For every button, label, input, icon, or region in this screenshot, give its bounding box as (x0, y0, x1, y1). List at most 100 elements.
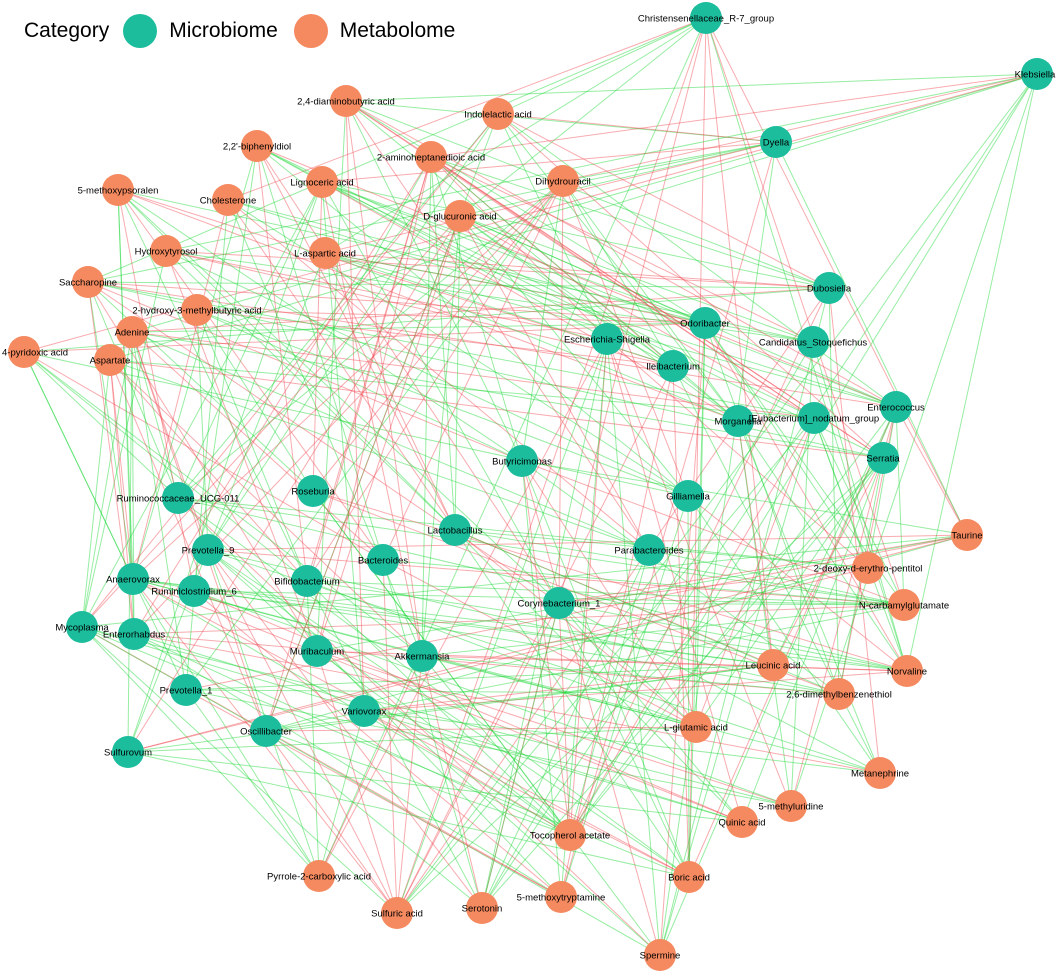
edge (227, 199, 456, 531)
edge (421, 655, 908, 672)
node-label: Prevotella_9 (182, 546, 235, 557)
node-circle (102, 174, 134, 206)
node-label: Dubosiella (807, 284, 852, 295)
node-circle (633, 534, 665, 566)
edge (81, 626, 398, 914)
node-adenine: Adenine (115, 316, 149, 348)
node-circle (162, 482, 194, 514)
node-label: Lignoceric acid (290, 178, 353, 189)
node-label: Quinic acid (719, 818, 766, 829)
node-mycoplasma: Mycoplasma (55, 611, 109, 643)
node-tocopherol-acetate: Tocopherol acetate (530, 819, 610, 851)
node-label: [Eubacterium]_nodatum_group (749, 414, 879, 425)
node-label: Anaerovorax (106, 575, 160, 586)
edge (659, 322, 706, 956)
edge (165, 250, 689, 497)
node-circle (554, 819, 586, 851)
edge (265, 730, 571, 836)
edge (131, 331, 384, 561)
edge (497, 113, 830, 289)
node-label: Pyrrole-2-carboxylic acid (267, 872, 371, 883)
edge (558, 602, 905, 606)
edge (895, 406, 905, 606)
node-5-methoxypsoralen: 5-methoxypsoralen (78, 174, 158, 206)
edge (396, 417, 815, 914)
edge (521, 460, 968, 536)
edge (207, 549, 690, 878)
node-parabacteroides: Parabacteroides (614, 534, 684, 566)
edge (687, 495, 690, 878)
edge (127, 751, 743, 823)
node-label: Butyricimonas (492, 457, 552, 468)
node-label: Ruminiclostridium_6 (151, 587, 237, 598)
edge (345, 73, 1038, 102)
edge (558, 567, 869, 604)
node-label: Dihydrouracil (535, 177, 590, 188)
edge (812, 341, 908, 672)
edge (306, 580, 905, 606)
edge (521, 460, 661, 956)
edge (813, 417, 905, 606)
edge (117, 189, 674, 367)
node-label: 2,4-diaminobutyric acid (297, 97, 395, 108)
node-odoribacter: Odoribacter (680, 307, 730, 339)
edge (109, 359, 308, 582)
edge (133, 633, 881, 774)
node-circle (867, 442, 899, 474)
edge (177, 113, 499, 499)
edge (772, 457, 884, 666)
node-label: 2-deoxy-d-erythro-pentitol (814, 564, 923, 575)
edge (569, 338, 608, 836)
node-l-aspartic-acid: L-aspartic acid (294, 237, 356, 269)
edge (207, 549, 320, 877)
node-circle (757, 649, 789, 681)
edge (569, 417, 815, 836)
edge (705, 17, 774, 666)
edge (606, 338, 661, 956)
edge (185, 689, 320, 877)
node-dyella: Dyella (760, 126, 792, 158)
edge (109, 359, 267, 732)
edge (196, 309, 308, 582)
edge (704, 322, 869, 569)
node-2-4-diaminobutyric-acid: 2,4-diaminobutyric acid (297, 85, 395, 117)
node-circle (1021, 58, 1053, 90)
edge (695, 457, 884, 728)
node-label: Roseburia (291, 487, 335, 498)
edge (382, 559, 483, 909)
edge (421, 215, 461, 657)
edge (177, 497, 661, 956)
edge (185, 199, 229, 691)
edge (132, 145, 258, 580)
node-hydroxytyrosol: Hydroxytyrosol (135, 235, 197, 267)
edge (127, 751, 690, 878)
edge (741, 457, 884, 823)
node-label: L-glutamic acid (664, 723, 728, 734)
edge (131, 331, 179, 499)
node-label: Lactobacillus (428, 526, 483, 537)
edge (23, 351, 187, 691)
node-aspartate: Aspartate (90, 344, 130, 376)
edge (324, 141, 777, 254)
edge (133, 633, 571, 836)
edge (81, 534, 968, 628)
edge (227, 199, 689, 497)
edge (23, 351, 134, 580)
edge (382, 559, 905, 606)
node-circle (94, 344, 126, 376)
node-circle (813, 272, 845, 304)
node-leucinic-acid: Leucinic acid (746, 649, 800, 681)
node-roseburia: Roseburia (291, 475, 335, 507)
node-2-6-dimethylbenzenethiol: 2,6-dimethylbenzenethiol (786, 678, 892, 710)
edge (481, 457, 884, 909)
edge (256, 145, 815, 419)
edge (569, 549, 650, 836)
edge (324, 252, 814, 343)
edge (560, 141, 777, 898)
node-circle (8, 336, 40, 368)
edge (318, 655, 423, 877)
edge (207, 549, 571, 836)
edge (396, 73, 1038, 914)
edge (345, 100, 365, 712)
